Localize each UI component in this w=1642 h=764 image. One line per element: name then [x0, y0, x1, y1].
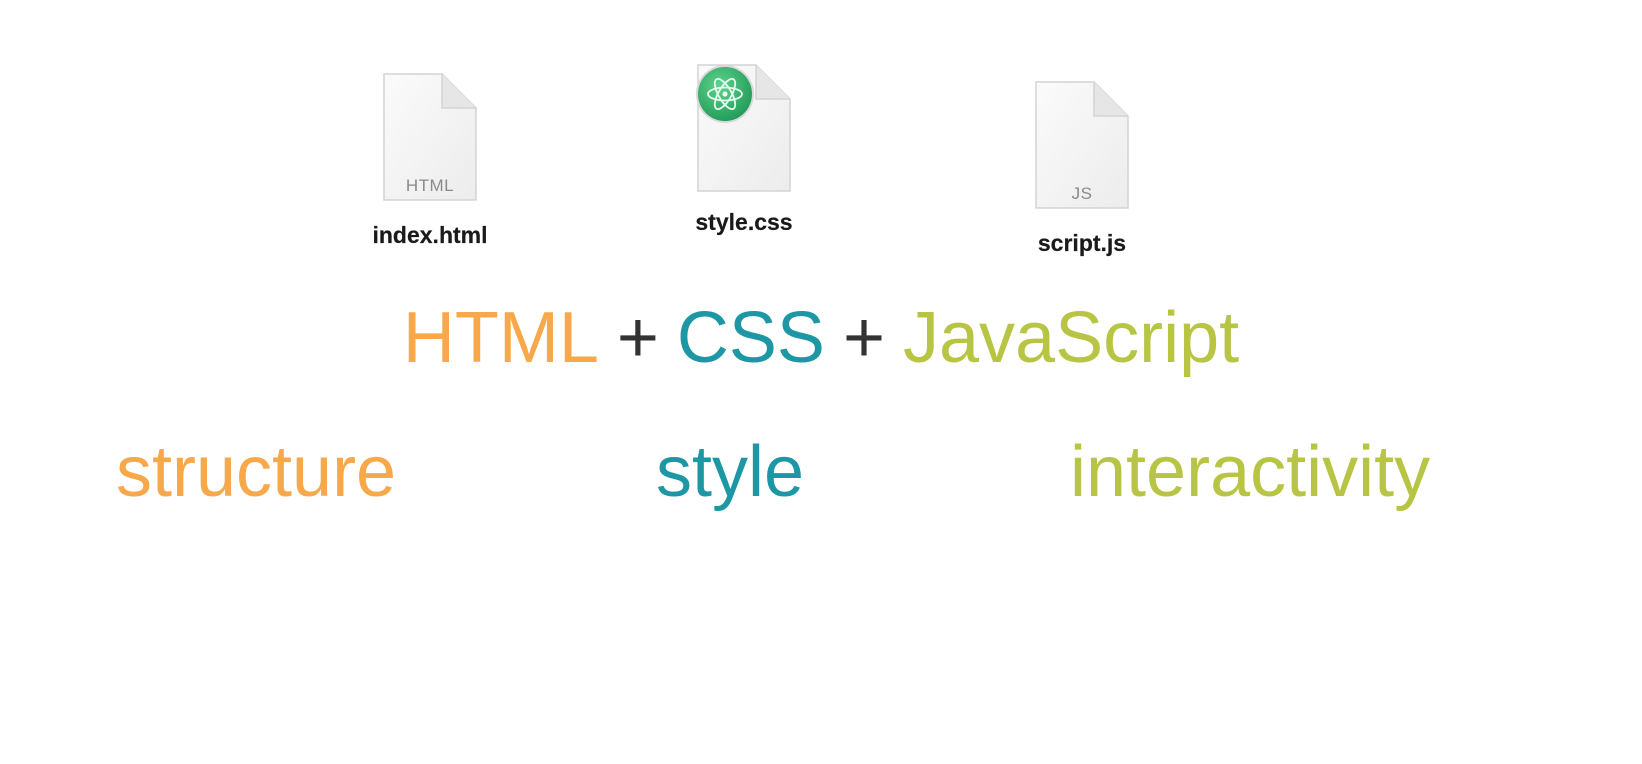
file-name: index.html	[372, 222, 488, 248]
html-file-icon: HTML	[380, 72, 480, 204]
formula-javascript: JavaScript	[903, 298, 1240, 378]
file-index-html[interactable]: HTML index.html	[340, 72, 520, 249]
formula-css: CSS	[676, 298, 825, 378]
atom-logo-icon	[696, 65, 754, 123]
role-structure: structure	[116, 432, 397, 512]
formula-plus: +	[616, 298, 659, 378]
file-style-css[interactable]: style.css	[654, 63, 834, 236]
role-interactivity: interactivity	[1070, 432, 1431, 512]
formula-heading: HTML+CSS+JavaScript	[0, 298, 1642, 378]
atom-css-file-icon	[694, 63, 794, 195]
formula-html: HTML	[402, 298, 599, 378]
role-style: style	[656, 432, 805, 512]
file-name: script.js	[1037, 230, 1127, 256]
file-extension-label: HTML	[405, 176, 455, 195]
file-script-js[interactable]: JS script.js	[992, 80, 1172, 257]
file-extension-label: JS	[1071, 184, 1093, 203]
js-file-icon: JS	[1032, 80, 1132, 212]
formula-plus: +	[842, 298, 885, 378]
file-name: style.css	[695, 209, 793, 235]
